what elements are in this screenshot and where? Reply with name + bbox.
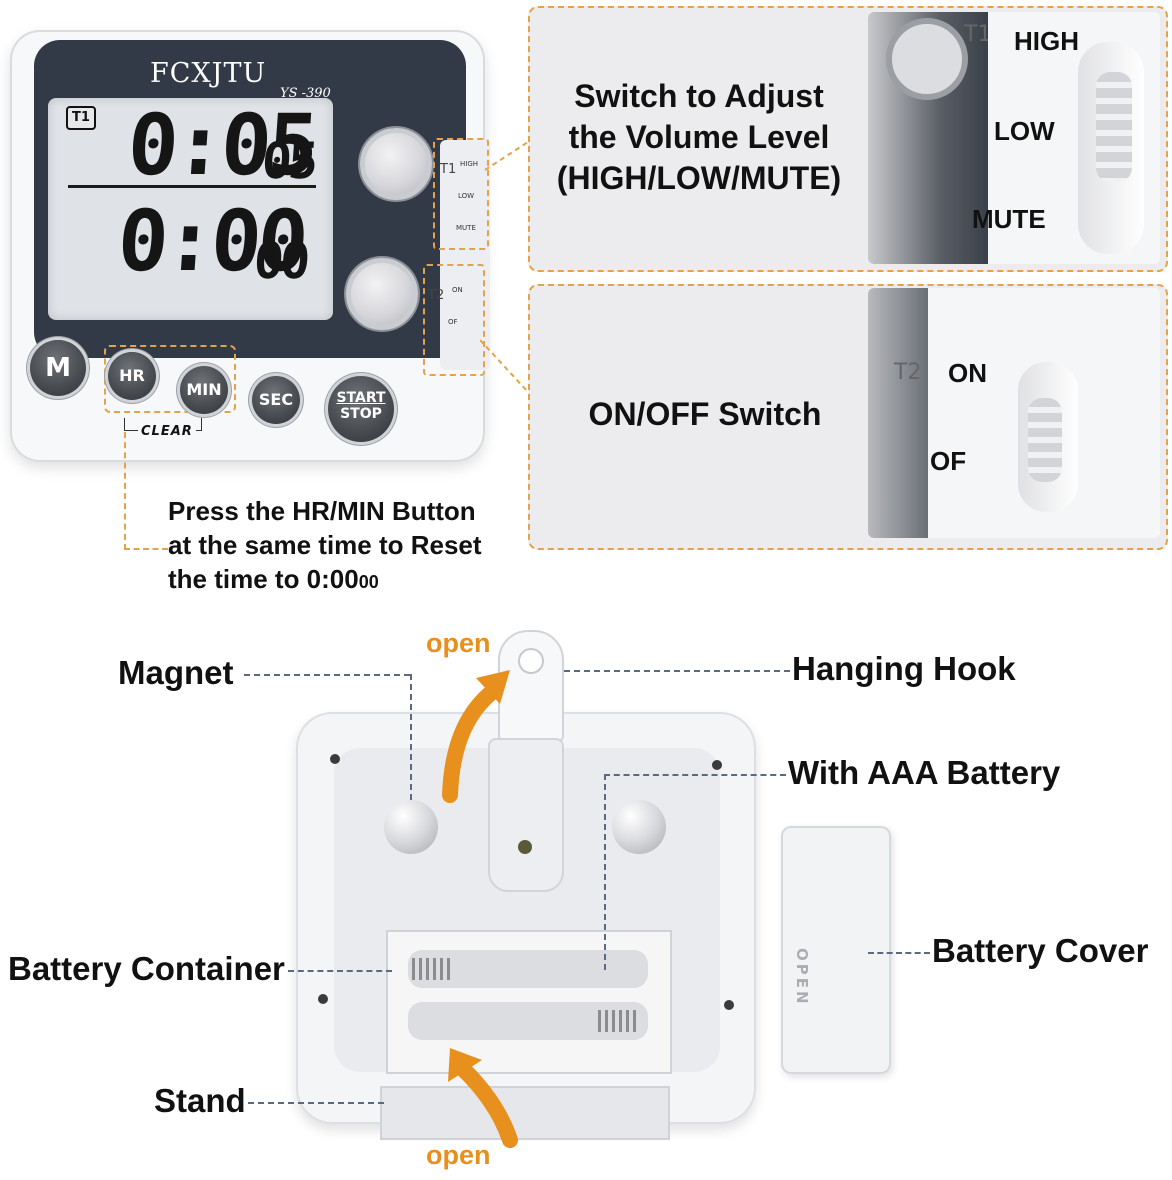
- volume-switch-closeup: T1 HIGH LOW MUTE: [868, 12, 1160, 264]
- leader-magnet-h: [244, 674, 410, 676]
- battery-cover[interactable]: OPEN: [781, 826, 891, 1074]
- volume-callout-line2: the Volume Level: [568, 119, 830, 155]
- stand[interactable]: [380, 1086, 670, 1140]
- closeup-dark-edge-2: [868, 288, 928, 538]
- side-switch-strip: [440, 140, 490, 370]
- open-arrow-top: [442, 670, 510, 803]
- reset-note-line1: Press the HR/MIN Button: [168, 496, 476, 526]
- brand-name: FCXJTU: [150, 58, 267, 89]
- lcd-divider: [68, 185, 316, 188]
- label-battery-cover: Battery Cover: [932, 932, 1149, 969]
- volume-callout-line1: Switch to Adjust: [574, 78, 824, 114]
- reset-note-prefix: the time to: [168, 564, 307, 594]
- reset-leader-vertical: [124, 432, 126, 550]
- callout-connectors: [480, 141, 529, 393]
- start-stop-button[interactable]: START STOP: [328, 376, 394, 442]
- screw-bottom-left: [318, 994, 328, 1004]
- label-hanging-hook: Hanging Hook: [792, 650, 1016, 687]
- cover-open-mark: OPEN: [793, 948, 811, 1007]
- label-battery-container: Battery Container: [8, 950, 285, 987]
- volume-slider-knob: [1096, 72, 1132, 182]
- t1-round-button[interactable]: [360, 128, 432, 200]
- reset-leader-horizontal: [124, 548, 168, 550]
- leader-magnet-v: [410, 674, 412, 800]
- side-low-label: LOW: [458, 192, 475, 200]
- screw-top-left: [330, 754, 340, 764]
- spring-bottom: [598, 1010, 640, 1032]
- leader-battery-cover: [868, 952, 930, 954]
- volume-switch-highlight: [433, 138, 489, 250]
- side-t1-label: T1: [440, 162, 457, 177]
- side-off-label: OF: [448, 318, 458, 326]
- m-button[interactable]: M: [30, 340, 86, 396]
- screw-bottom-right: [724, 1000, 734, 1010]
- onoff-callout-text: ON/OFF Switch: [588, 396, 822, 432]
- clear-label: CLEAR: [138, 424, 196, 439]
- hook-hole: [518, 648, 544, 674]
- t2-round-button[interactable]: [346, 258, 418, 330]
- leader-aaa-battery-v: [604, 774, 606, 970]
- model-number: YS -390: [280, 86, 331, 101]
- volume-high-label: HIGH: [1014, 26, 1079, 56]
- stop-label: STOP: [340, 406, 382, 422]
- open-label-bottom: open: [426, 1140, 491, 1170]
- side-t2-label: T2: [428, 288, 445, 303]
- label-stand: Stand: [154, 1082, 246, 1119]
- open-label-top: open: [426, 628, 491, 658]
- sec-button[interactable]: SEC: [252, 376, 300, 424]
- leader-hanging-hook: [564, 670, 790, 672]
- side-on-label: ON: [452, 286, 463, 294]
- volume-mute-label: MUTE: [972, 204, 1046, 234]
- t1-badge: T1: [66, 106, 96, 130]
- start-label: START: [336, 390, 386, 406]
- display-top-seconds: 05: [259, 132, 317, 190]
- label-aaa-battery: With AAA Battery: [788, 754, 1061, 791]
- lcd-display: [48, 98, 333, 320]
- leader-stand: [248, 1102, 384, 1104]
- label-magnet: Magnet: [118, 654, 234, 691]
- magnet-right: [612, 800, 666, 854]
- reset-note: Press the HR/MIN Button at the same time…: [168, 494, 482, 599]
- side-high-label: HIGH: [460, 160, 479, 168]
- reset-note-line2: at the same time to Reset: [168, 530, 482, 560]
- volume-low-label: LOW: [994, 116, 1055, 146]
- volume-callout-text: Switch to Adjust the Volume Level (HIGH/…: [534, 76, 864, 199]
- reset-note-line3: the time to 0:0000: [168, 562, 482, 599]
- magnet-left: [384, 800, 438, 854]
- leader-aaa-battery-h: [604, 774, 786, 776]
- clear-buttons-highlight: [104, 345, 236, 413]
- spring-top: [412, 958, 454, 980]
- display-bottom-seconds: 00: [251, 232, 309, 290]
- onoff-slider-knob: [1028, 398, 1062, 482]
- open-arrow-bottom: [448, 1048, 518, 1148]
- reset-note-time-small: 00: [358, 572, 379, 592]
- onoff-off-label: OF: [930, 446, 967, 476]
- screw-top-right: [712, 760, 722, 770]
- closeup-t2-label: T2: [894, 360, 922, 385]
- reset-note-time: 0:00: [306, 564, 359, 594]
- hr-button[interactable]: HR: [108, 352, 156, 400]
- onoff-on-label: ON: [948, 358, 987, 388]
- hook-rivet: [518, 840, 532, 854]
- leader-battery-container: [288, 970, 392, 972]
- closeup-button: [886, 18, 968, 100]
- onoff-switch-highlight: [423, 264, 485, 376]
- hook-base: [488, 738, 564, 892]
- closeup-t1-label: T1: [964, 22, 992, 47]
- volume-callout-line3: (HIGH/LOW/MUTE): [556, 160, 842, 196]
- min-button[interactable]: MIN: [180, 366, 228, 414]
- onoff-switch-closeup: T2 ON OF: [868, 288, 1160, 538]
- side-mute-label: MUTE: [456, 224, 476, 232]
